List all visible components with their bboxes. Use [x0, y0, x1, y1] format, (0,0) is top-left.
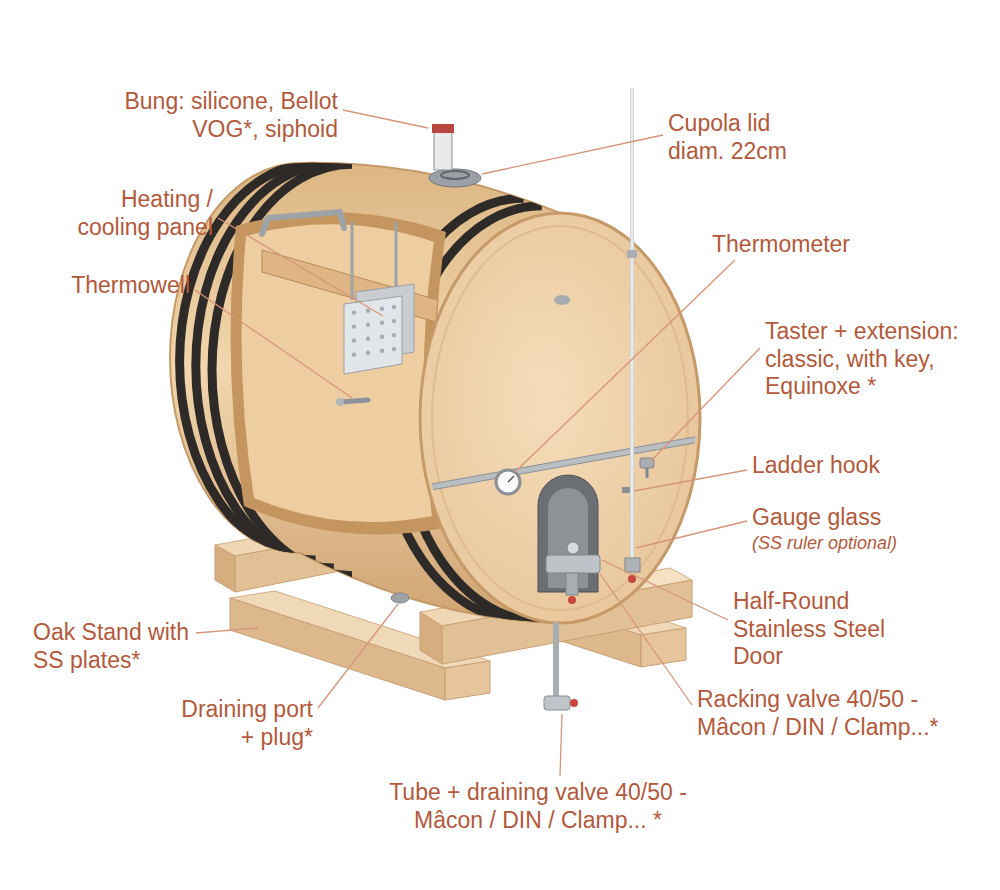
- stand-rail: [445, 661, 490, 700]
- stand-rail: [230, 598, 445, 700]
- barrel-body: [170, 163, 700, 623]
- part-label: Half-Round Stainless Steel Door: [733, 588, 903, 671]
- plate-hole: [366, 337, 370, 341]
- leader-line: [636, 521, 747, 548]
- leader-line: [602, 560, 728, 620]
- barrel-head: [420, 213, 700, 623]
- part-label: (SS ruler optional): [752, 533, 897, 555]
- leader-lines: [195, 110, 760, 776]
- plate-holes: [352, 305, 396, 357]
- cutaway-edge: [231, 212, 446, 534]
- plate-hole: [392, 305, 396, 309]
- leader-line: [482, 135, 663, 174]
- part-label: Gauge glass: [752, 504, 881, 532]
- taster-spout: [646, 468, 649, 478]
- leader-line: [650, 348, 760, 462]
- leader-line: [515, 260, 735, 472]
- part-label: Thermometer: [712, 231, 850, 259]
- leader-line: [560, 714, 562, 776]
- plate-hole: [392, 347, 396, 351]
- panel-rod: [395, 222, 398, 294]
- stand-beam: [420, 612, 442, 664]
- valve-cap: [568, 596, 576, 604]
- leader-line: [318, 604, 398, 708]
- gauge-valve: [625, 558, 640, 572]
- gauge-glass-core: [631, 88, 633, 560]
- stand-beam: [215, 545, 235, 592]
- plate-hole: [380, 349, 384, 353]
- part-label: Oak Stand with SS plates*: [33, 619, 203, 674]
- cooling-plate: [344, 296, 402, 374]
- head-ring: [432, 226, 688, 610]
- draining-tube: [553, 622, 559, 697]
- plate-hole: [366, 351, 370, 355]
- leader-line: [634, 470, 747, 491]
- part-label: Tube + draining valve 40/50 - Mâcon / DI…: [388, 779, 688, 834]
- part-label: Draining port + plug*: [173, 696, 313, 751]
- cupola-lid: [429, 169, 481, 187]
- gauge-glass: [630, 88, 634, 560]
- plate-hole: [352, 352, 356, 356]
- stand-rail: [641, 628, 686, 667]
- thermometer: [496, 470, 520, 494]
- plate-hole: [366, 309, 370, 313]
- plate-hole: [352, 310, 356, 314]
- thermometer-needle: [508, 476, 514, 482]
- valve-knob: [567, 542, 579, 554]
- part-label: Bung: silicone, Bellot VOG*, siphoid: [93, 88, 338, 143]
- part-label: Heating / cooling panel: [68, 186, 213, 241]
- part-label: Thermowell: [71, 272, 190, 300]
- cupola-handle: [441, 171, 469, 179]
- interior-parts: [262, 212, 438, 406]
- plate-hole: [380, 321, 384, 325]
- draining-cap: [570, 699, 578, 707]
- head-badge: [554, 295, 570, 305]
- draining-valve: [544, 696, 570, 710]
- bung: [434, 130, 452, 170]
- thermowell: [340, 400, 368, 402]
- racking-valve: [546, 555, 600, 573]
- part-label: Cupola lid diam. 22cm: [668, 110, 798, 165]
- draining-port: [391, 593, 409, 603]
- plate-hole: [352, 338, 356, 342]
- valve-spout: [566, 573, 578, 595]
- panel-handle: [262, 212, 344, 234]
- leader-line: [600, 574, 692, 705]
- plate-hole: [380, 307, 384, 311]
- leader-line: [218, 218, 383, 316]
- leader-line: [196, 628, 258, 633]
- part-label: Ladder hook: [752, 452, 880, 480]
- gauge-bracket: [627, 250, 637, 258]
- plate-hole: [352, 324, 356, 328]
- plate-hole: [380, 335, 384, 339]
- part-label: Racking valve 40/50 - Mâcon / DIN / Clam…: [697, 686, 952, 741]
- plate-hole: [392, 333, 396, 337]
- bung-cap: [432, 124, 454, 133]
- part-label: Taster + extension: classic, with key, E…: [765, 318, 975, 401]
- panel-rod: [351, 222, 354, 300]
- thermowell-cap: [336, 398, 344, 406]
- plate-hole: [366, 323, 370, 327]
- leader-line: [343, 110, 428, 128]
- ladder-hook: [622, 487, 630, 493]
- plate-hole: [392, 319, 396, 323]
- leader-line: [195, 290, 352, 398]
